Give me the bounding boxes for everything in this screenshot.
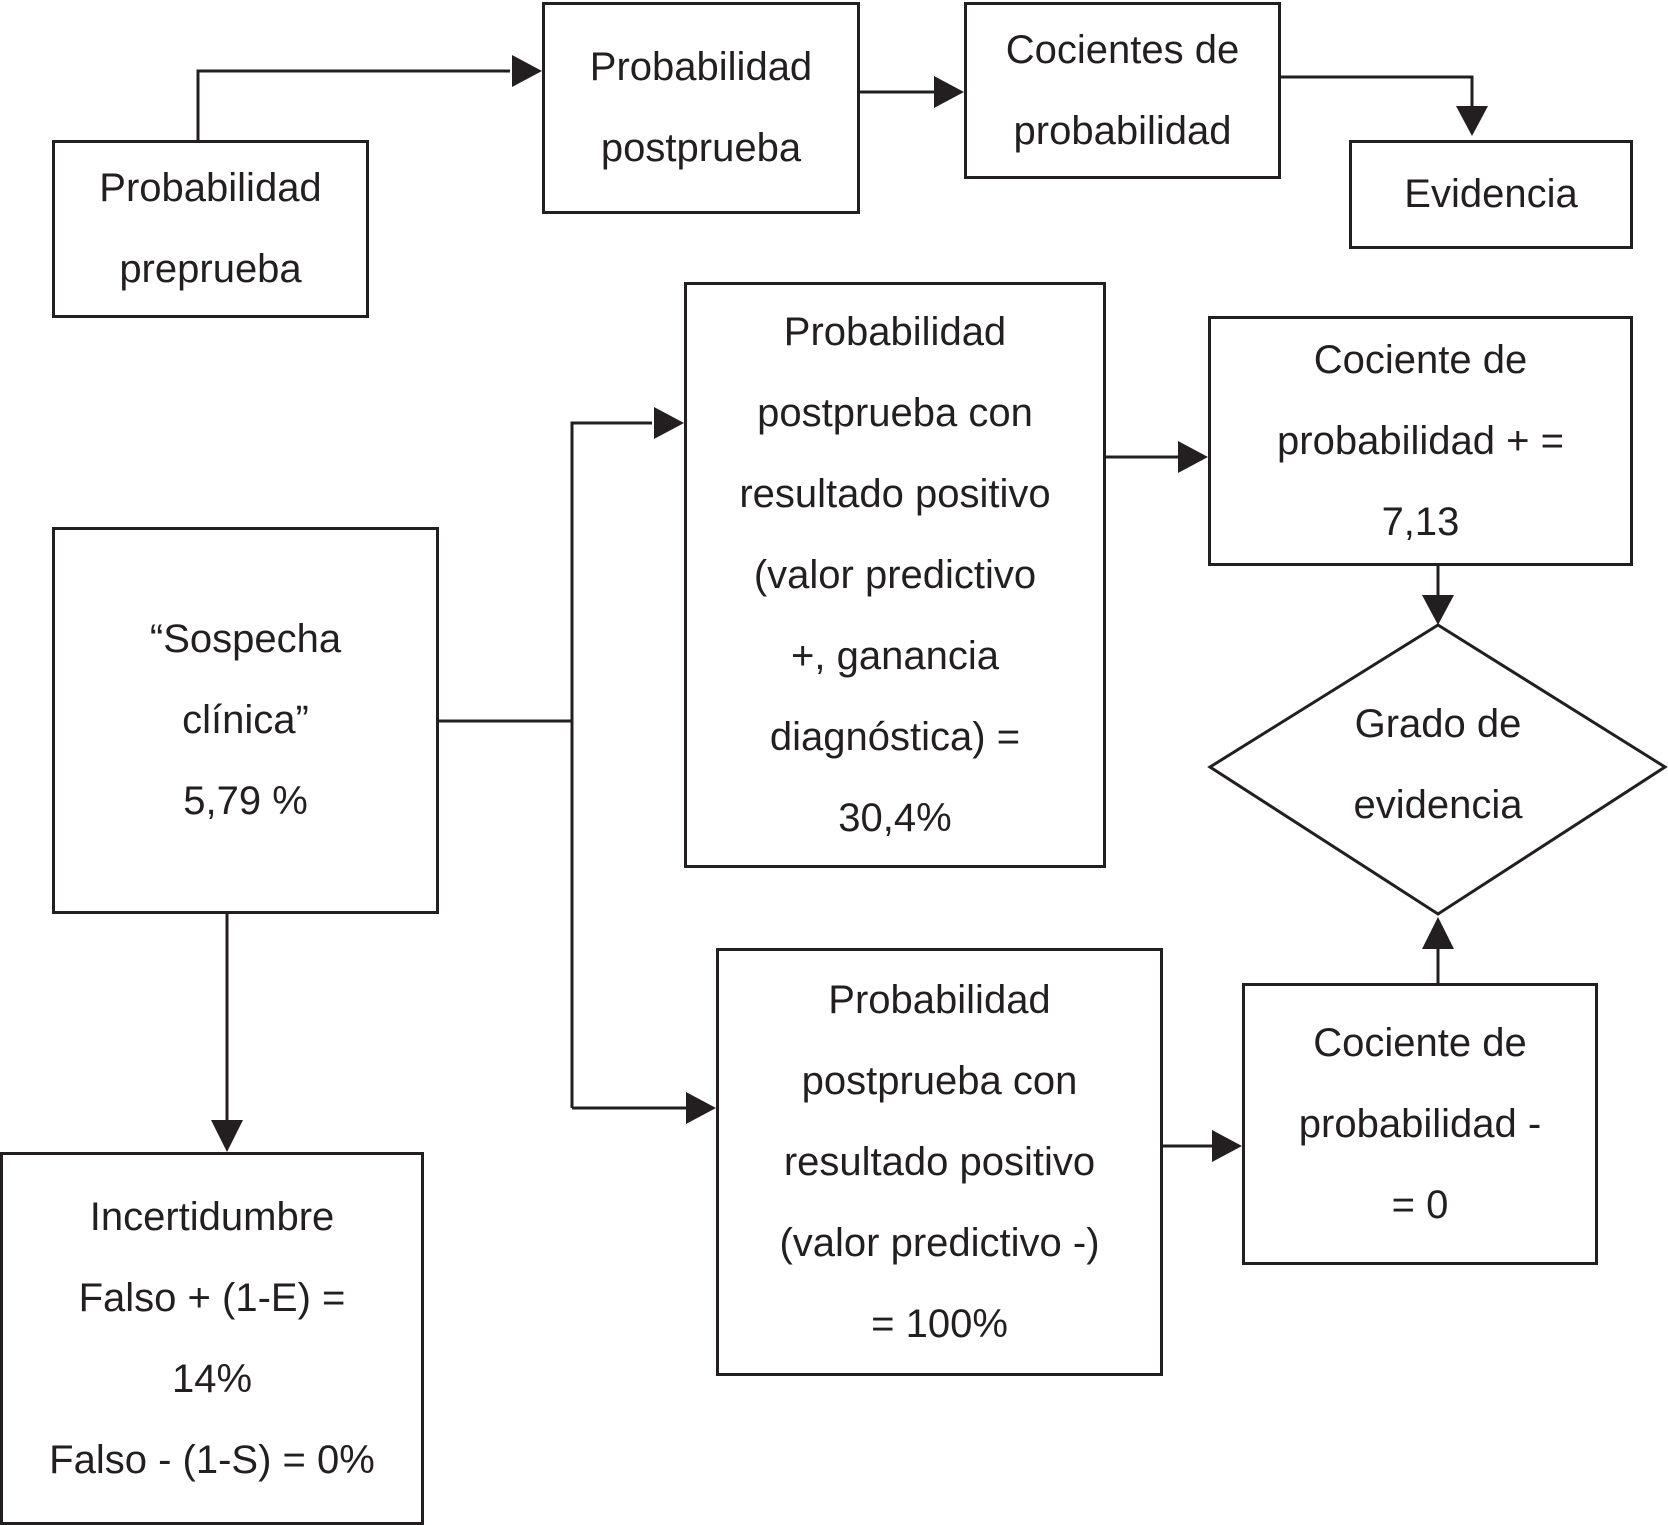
arrowhead [211, 1120, 243, 1152]
box-text-line: probabilidad - [1298, 1101, 1542, 1146]
diamond-text-line: evidencia [1353, 783, 1523, 827]
box-text-line: Falso + (1-E) = [78, 1275, 346, 1320]
uncertainty-box: Incertidumbre Falso + (1-E) = 14% Falso … [0, 1152, 424, 1525]
likelihood-ratio-positive-box: Cociente de probabilidad + = 7,13 [1208, 316, 1633, 566]
box-text-line: 7,13 [1381, 499, 1460, 544]
likelihood-ratios-box: Cocientes de probabilidad [964, 2, 1281, 179]
arrow-ratios-to-evidence [1281, 75, 1474, 106]
box-text-line: = 100% [871, 1301, 1008, 1346]
arrow-pretest-to-posttest [196, 69, 510, 140]
box-text-line: Cociente de [1313, 1020, 1527, 1065]
box-text-line: = 0 [1391, 1182, 1449, 1227]
clinical-suspicion-box: “Sospecha clínica” 5,79 % [52, 527, 439, 914]
box-text-line: Falso - (1-S) = 0% [49, 1437, 375, 1482]
pretest-probability-box: Probabilidad preprueba [52, 140, 369, 318]
box-text-line: 14% [171, 1356, 253, 1401]
box-text-line: Cociente de [1313, 337, 1528, 382]
posttest-probability-box: Probabilidad postprueba [542, 2, 860, 214]
box-text-line: Probabilidad [828, 977, 1051, 1022]
posttest-negative-box: Probabilidad postprueba con resultado po… [716, 948, 1163, 1376]
arrow-to-posttest-positive [570, 421, 652, 1108]
box-text-line: 5,79 % [183, 779, 308, 823]
diamond-text-line: Grado de [1354, 702, 1522, 746]
arrowhead [686, 1092, 716, 1124]
box-text-line: Evidencia [1404, 172, 1578, 216]
arrowhead [1422, 595, 1454, 625]
box-text-line: probabilidad [1013, 108, 1232, 153]
arrowhead [654, 407, 684, 439]
arrowhead [1212, 1130, 1242, 1162]
box-text-line: Probabilidad [783, 309, 1007, 354]
box-text-line: +, ganancia [791, 633, 999, 678]
arrowhead [1456, 106, 1488, 136]
box-text-line: Probabilidad [589, 45, 813, 89]
posttest-positive-box: Probabilidad postprueba con resultado po… [684, 282, 1106, 868]
likelihood-ratio-negative-box: Cociente de probabilidad - = 0 [1242, 983, 1598, 1265]
box-text-line: (valor predictivo -) [779, 1220, 1100, 1265]
box-text-line: diagnóstica) = [769, 714, 1021, 759]
box-text-line: probabilidad + = [1277, 418, 1564, 463]
box-text-line: resultado positivo [739, 471, 1051, 516]
arrowhead [934, 76, 964, 108]
box-text-line: (valor predictivo [753, 552, 1037, 597]
box-text-line: resultado positivo [783, 1139, 1096, 1184]
arrowhead [1422, 917, 1454, 949]
evidence-grade-diamond [1207, 623, 1668, 916]
box-text-line: postprueba con [757, 390, 1033, 435]
box-text-line: clínica” [182, 698, 309, 742]
evidence-grade-label: Grado de evidencia [1290, 680, 1586, 850]
box-text-line: Incertidumbre [89, 1194, 335, 1239]
box-text-line: 30,4% [838, 795, 952, 840]
box-text-line: postprueba con [801, 1058, 1078, 1103]
arrowhead [512, 55, 542, 87]
box-text-line: preprueba [119, 247, 302, 291]
evidence-box: Evidencia [1349, 140, 1633, 249]
box-text-line: Probabilidad [99, 166, 322, 210]
arrowhead [1178, 441, 1208, 473]
box-text-line: Cocientes de [1005, 27, 1240, 72]
box-text-line: postprueba [600, 126, 802, 170]
box-text-line: “Sospecha [149, 617, 342, 661]
